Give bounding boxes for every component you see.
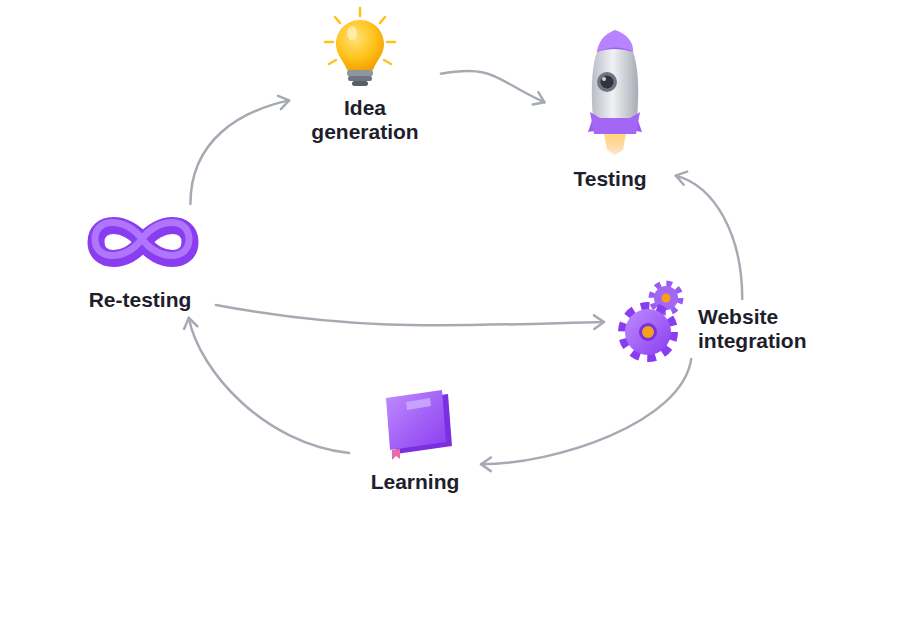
step-label: Re-testing [70,288,210,312]
arrow-line [190,100,289,204]
arrow-head [278,96,289,109]
step-label: Idea generation [295,96,435,144]
arrow-head [184,318,197,329]
arrow-head [533,92,545,104]
book-icon [386,390,452,460]
flow-arrow [441,71,545,104]
flow-arrow [184,318,349,453]
step-label: Testing [550,167,670,191]
step-node: Testing [550,22,670,191]
arrow-line [676,176,742,299]
flow-arrow [216,305,604,329]
step-node: Website integration [610,305,838,353]
arrow-line [441,71,545,102]
arrow-line [481,359,691,464]
light-bulb-icon [325,8,395,86]
arrow-head [481,458,491,472]
arrow-line [189,318,349,453]
arrow-head [676,172,687,185]
step-node: Learning [355,388,475,494]
step-node: Idea generation [295,8,435,144]
step-label: Learning [355,470,475,494]
arrow-head [594,315,604,329]
step-node: Re-testing [70,210,210,312]
flow-arrow [676,172,742,299]
flow-arrow [190,96,289,204]
gears-icon [624,285,679,356]
step-label: Website integration [698,305,838,353]
rocket-icon [588,30,642,155]
flow-arrow [481,359,691,471]
infinity-icon [95,223,190,259]
arrow-line [216,305,604,325]
